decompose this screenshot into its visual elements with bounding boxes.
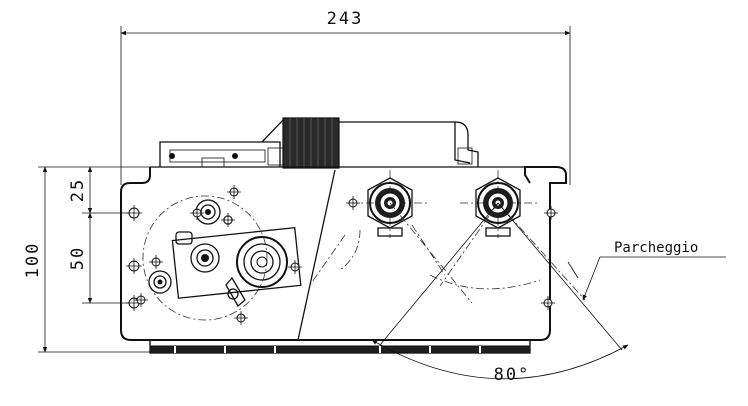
mounting-hole bbox=[544, 206, 558, 220]
dimension-overall-width: 243 bbox=[120, 9, 571, 185]
output-shaft-left bbox=[350, 170, 430, 238]
dimension-upper-offset-label: 25 bbox=[68, 178, 88, 202]
motor-housing bbox=[159, 117, 479, 169]
mounting-hole bbox=[126, 205, 142, 221]
rotation-angle-dimension: 80° bbox=[371, 202, 629, 385]
mounting-hole bbox=[126, 258, 142, 274]
dimension-upper-offset: 25 bbox=[68, 166, 135, 304]
dimension-overall-width-label: 243 bbox=[327, 9, 364, 29]
dimension-overall-height: 100 bbox=[23, 166, 150, 353]
mounting-hole bbox=[190, 206, 204, 220]
parking-label: Parcheggio bbox=[614, 240, 698, 256]
mounting-hole bbox=[541, 296, 555, 310]
dimension-hole-spacing: 50 bbox=[68, 212, 93, 304]
mounting-holes bbox=[126, 185, 558, 325]
dimension-overall-height-label: 100 bbox=[23, 242, 43, 279]
gear-mechanism bbox=[142, 195, 302, 321]
mounting-hole bbox=[221, 213, 235, 227]
mounting-hole bbox=[149, 255, 163, 269]
mounting-hole bbox=[288, 260, 302, 274]
dimension-hole-spacing-label: 50 bbox=[68, 246, 88, 270]
rotation-angle-label: 80° bbox=[494, 365, 531, 385]
parking-callout: Parcheggio bbox=[567, 240, 726, 301]
mounting-hole bbox=[134, 293, 148, 307]
mounting-hole bbox=[227, 185, 241, 199]
section-cut-line bbox=[297, 169, 336, 341]
swing-arm-phantom bbox=[309, 202, 586, 304]
mounting-hole bbox=[234, 311, 248, 325]
